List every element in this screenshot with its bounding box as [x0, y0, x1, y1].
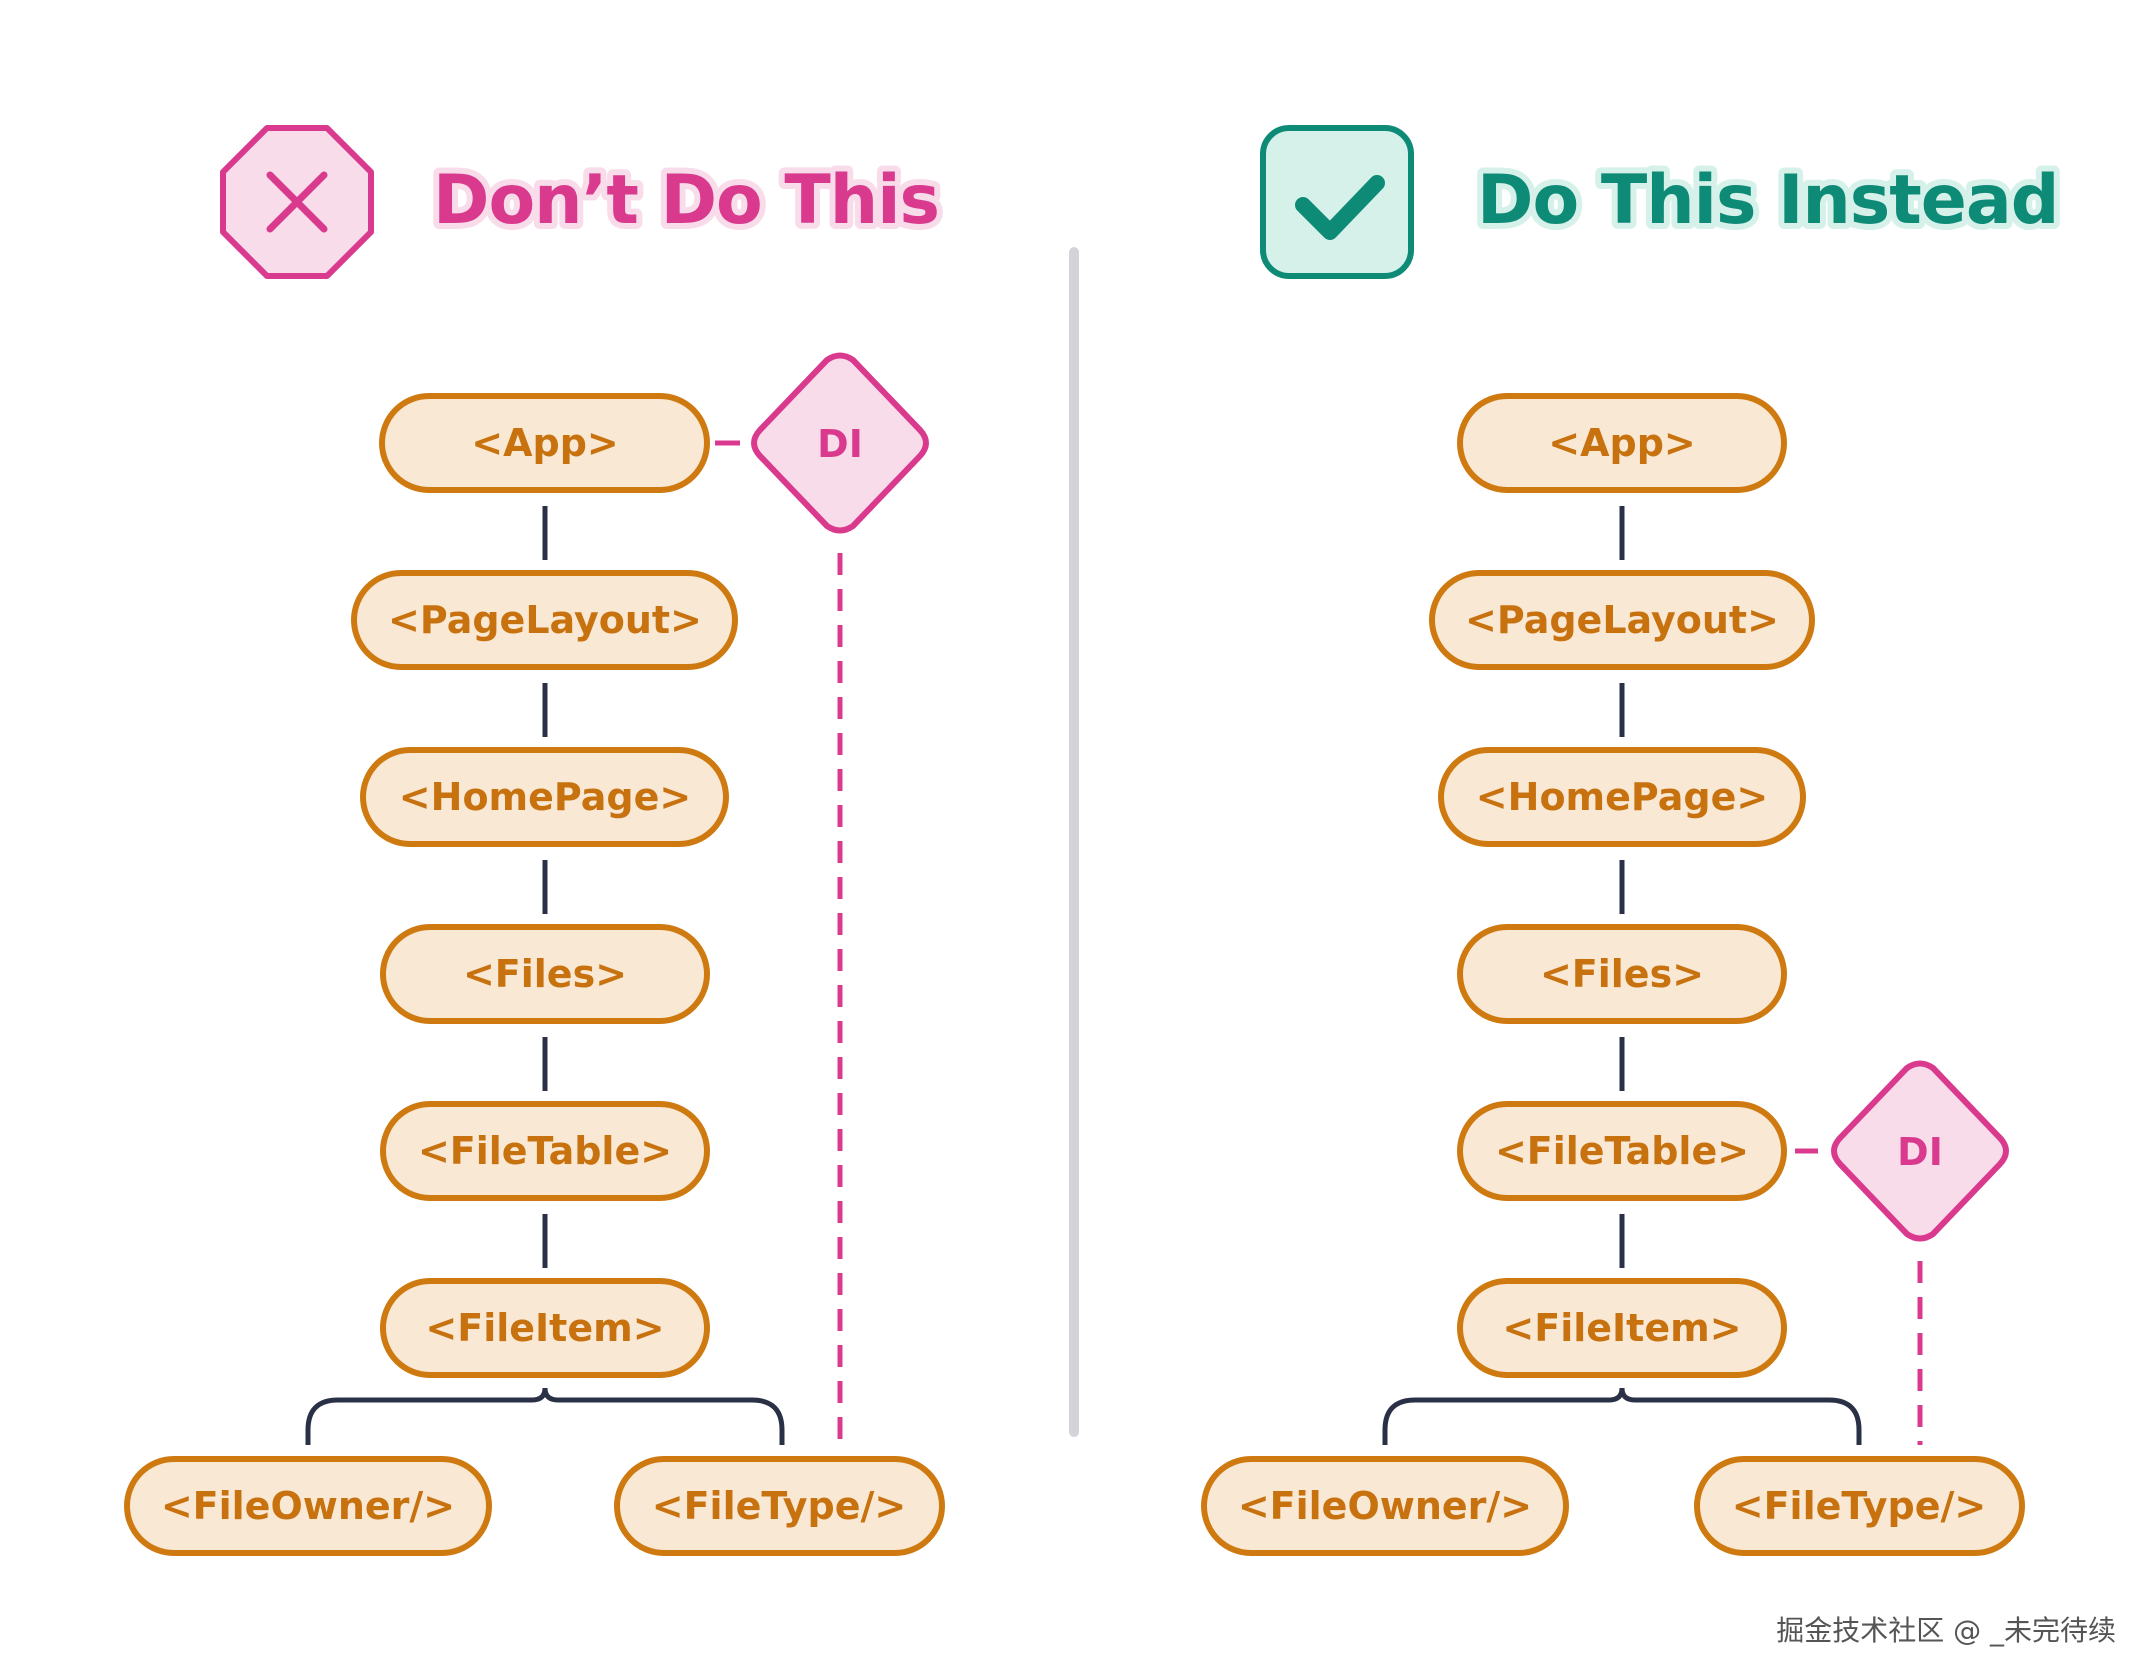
right-panel: Do This Instead Do This Instead <App> <P…	[1201, 125, 2065, 1556]
right-node-files: <Files>	[1457, 924, 1787, 1024]
left-node-home-page: <HomePage>	[360, 747, 729, 847]
left-panel: Don’t Do This Don’t Do This <App> <PageL…	[124, 125, 946, 1556]
left-node-files: <Files>	[380, 924, 710, 1024]
left-di-diamond: DI	[751, 352, 929, 534]
right-node-home-page: <HomePage>	[1438, 747, 1806, 847]
node-label: <FileOwner/>	[1238, 1484, 1532, 1528]
left-node-file-item: <FileItem>	[380, 1278, 710, 1378]
right-title-highlight: Do This Instead	[1477, 161, 2058, 240]
right-node-file-owner: <FileOwner/>	[1201, 1456, 1569, 1556]
left-node-app: <App>	[379, 393, 710, 493]
node-label: <Files>	[1540, 952, 1704, 996]
left-title: Don’t Do This	[433, 161, 939, 240]
node-label: <FileType/>	[1732, 1484, 1987, 1528]
node-label: <HomePage>	[1476, 775, 1768, 819]
node-label: <HomePage>	[399, 775, 691, 819]
node-label: <FileTable>	[1495, 1129, 1749, 1173]
right-node-page-layout: <PageLayout>	[1429, 570, 1815, 670]
left-di-connectors	[715, 440, 843, 1445]
right-di-diamond: DI	[1831, 1060, 2009, 1242]
node-label: <PageLayout>	[1465, 598, 1779, 642]
node-label: <PageLayout>	[388, 598, 702, 642]
node-label: <App>	[1548, 421, 1696, 465]
node-label: <FileItem>	[425, 1306, 664, 1350]
right-tree-connectors	[1382, 506, 1862, 1445]
right-node-app: <App>	[1457, 393, 1787, 493]
node-label: <FileOwner/>	[161, 1484, 455, 1528]
right-node-file-item: <FileItem>	[1457, 1278, 1787, 1378]
di-label: DI	[817, 422, 863, 466]
node-label: <Files>	[463, 952, 627, 996]
left-node-file-table: <FileTable>	[380, 1101, 710, 1201]
right-node-file-table: <FileTable>	[1457, 1101, 1787, 1201]
right-di-connectors	[1795, 1148, 1923, 1445]
node-label: <FileTable>	[418, 1129, 672, 1173]
di-label: DI	[1897, 1130, 1943, 1174]
node-label: <FileItem>	[1502, 1306, 1741, 1350]
check-icon	[1260, 125, 1414, 279]
right-node-file-type: <FileType/>	[1694, 1456, 2025, 1556]
x-icon	[220, 125, 374, 279]
node-label: <App>	[471, 421, 619, 465]
node-label: <FileType/>	[652, 1484, 907, 1528]
left-node-page-layout: <PageLayout>	[351, 570, 738, 670]
left-title-highlight: Don’t Do This	[433, 161, 939, 240]
left-node-file-owner: <FileOwner/>	[124, 1456, 492, 1556]
left-node-file-type: <FileType/>	[614, 1456, 945, 1556]
left-tree-connectors	[305, 506, 785, 1445]
watermark: 掘金技术社区 @ _未完待续	[1776, 1614, 2116, 1647]
right-title: Do This Instead	[1477, 161, 2058, 240]
